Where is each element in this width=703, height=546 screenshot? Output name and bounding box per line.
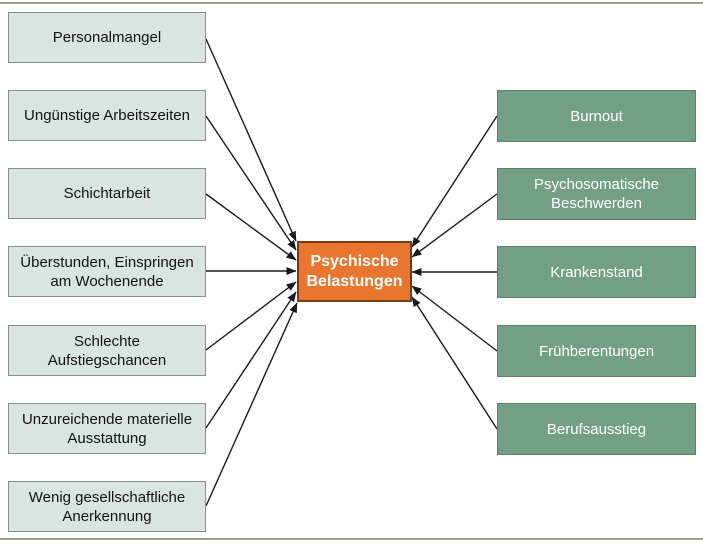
bottom-divider [0, 538, 703, 540]
arrow-cause-personalmangel [205, 38, 297, 242]
cause-box-arbeitszeiten: Ungünstige Arbeitszeiten [8, 90, 206, 141]
cause-label: Ungünstige Arbeitszeiten [24, 107, 190, 124]
arrow-effect-fruehberentungen [411, 285, 498, 352]
effect-box-psychosomatische-beschwerden: Psychosomatische Beschwerden [497, 168, 696, 220]
effect-box-fruehberentungen: Frühberentungen [497, 325, 696, 377]
center-label: Psychische Belastungen [306, 252, 403, 290]
cause-box-anerkennung: Wenig gesellschaftliche Anerkennung [8, 481, 206, 532]
cause-label: Überstunden, Einspringen am Wochenende [20, 253, 194, 290]
cause-label: Personalmangel [52, 29, 162, 46]
cause-label: Schlechte Aufstiegschancen [47, 332, 167, 369]
effect-label: Burnout [570, 107, 623, 125]
effect-label: Psychosomatische Beschwerden [533, 176, 660, 212]
arrow-effect-berufsausstieg [411, 296, 498, 430]
cause-label: Wenig gesellschaftliche Anerkennung [28, 488, 186, 525]
effect-label: Frühberentungen [538, 342, 655, 360]
effect-box-krankenstand: Krankenstand [497, 246, 696, 298]
arrow-cause-aufstieg [205, 281, 297, 351]
arrow-effect-beschwerden [411, 193, 498, 258]
arrow-cause-anerkennung [205, 302, 298, 507]
cause-box-ueberstunden: Überstunden, Einspringen am Wochenende [8, 246, 206, 297]
effect-box-berufsausstieg: Berufsausstieg [497, 403, 696, 455]
cause-box-aufstiegschancen: Schlechte Aufstiegschancen [8, 325, 206, 376]
cause-box-personalmangel: Personalmangel [8, 12, 206, 63]
effect-label: Krankenstand [550, 263, 643, 281]
top-divider [0, 2, 703, 4]
effect-label: Berufsausstieg [546, 420, 647, 438]
cause-label: Unzureichende materielle Ausstattung [21, 410, 193, 447]
arrow-cause-schichtarbeit [205, 193, 297, 261]
cause-label: Schichtarbeit [63, 185, 151, 202]
effect-box-burnout: Burnout [497, 90, 696, 142]
arrow-cause-arbeitszeiten [205, 115, 297, 251]
arrow-cause-ausstattung [205, 291, 297, 429]
center-box-psychische-belastungen: Psychische Belastungen [297, 241, 412, 302]
arrow-effect-burnout [411, 115, 498, 248]
cause-box-schichtarbeit: Schichtarbeit [8, 168, 206, 219]
cause-box-ausstattung: Unzureichende materielle Ausstattung [8, 403, 206, 454]
